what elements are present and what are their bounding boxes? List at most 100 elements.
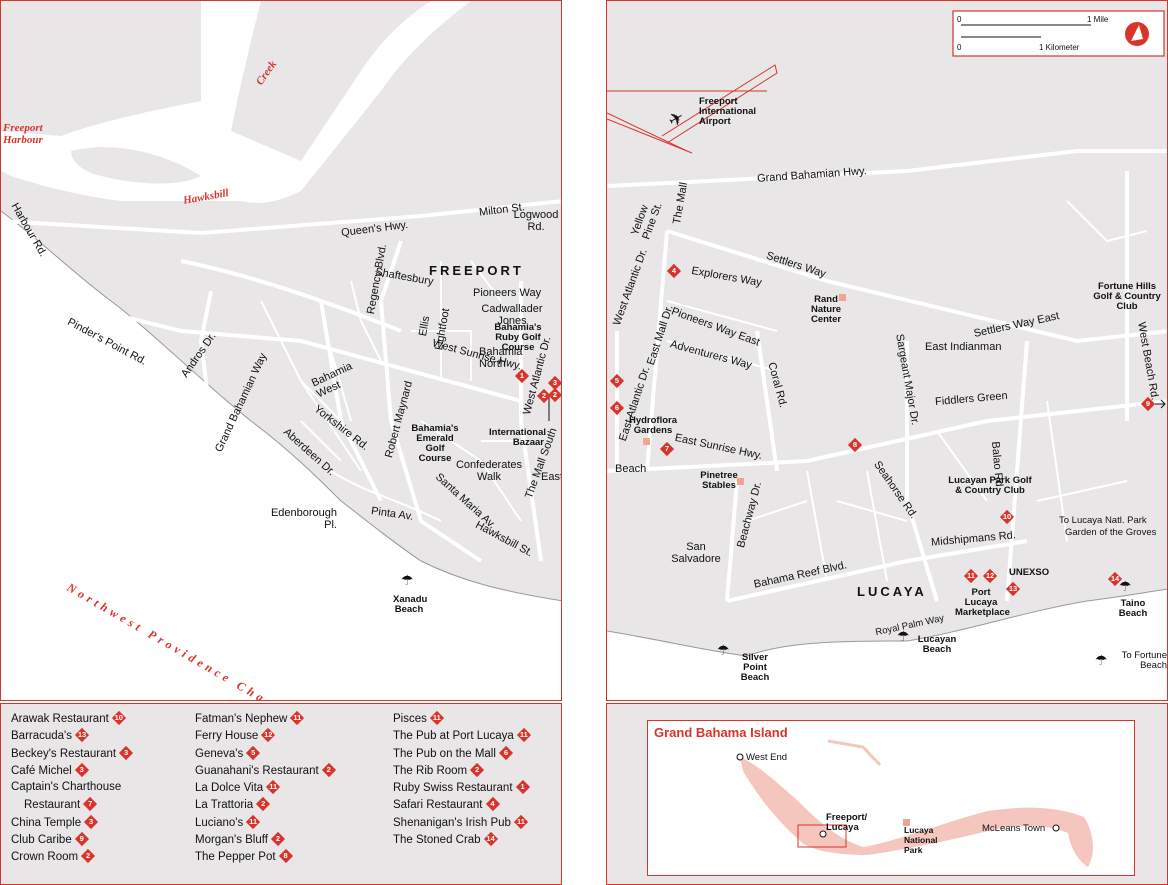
international-bazaar-label: International Bazaar [489, 427, 547, 448]
restaurant-name: The Pub on the Mall [393, 747, 496, 760]
restaurant-number-badge: 13 [74, 728, 90, 743]
taino-beach-label: Taino Beach [1118, 598, 1148, 619]
to-fortune-beach-label: To Fortune Beach [1121, 650, 1167, 671]
beach-road-label: Beach [615, 463, 647, 475]
restaurant-number-badge: 3 [74, 762, 89, 777]
restaurant-badge-12: 12 [982, 568, 998, 584]
pioneers-way-label: Pioneers Way [473, 287, 542, 299]
restaurant-name: Beckey's Restaurant [11, 747, 117, 760]
east-indianman-label: East Indianman [925, 341, 1002, 353]
fortune-umbrella-icon: ☂ [1095, 653, 1108, 669]
freeport-harbour-label: Freeport Harbour [3, 122, 43, 146]
restaurant-number-badge: 2 [81, 849, 96, 864]
restaurant-name: Geneva's [195, 747, 244, 760]
freeport-map: Creek Freeport Harbour Hawksbill Northwe… [0, 0, 562, 701]
restaurant-name: The Pub at Port Lucaya [393, 730, 514, 743]
restaurant-name: Crown Room [11, 851, 79, 864]
restaurant-number-badge: 10 [111, 710, 126, 726]
restaurant-badge-7: 7 [659, 441, 675, 457]
restaurant-number-badge: 11 [290, 710, 305, 726]
restaurant-badge-5: 5 [609, 373, 625, 389]
restaurant-number-badge: 3 [84, 814, 99, 829]
scale-zero-top: 0 [957, 15, 962, 24]
freeport-map-graphics [1, 1, 561, 700]
restaurant-name: Restaurant [24, 799, 81, 812]
restaurant-badge-9: 9 [1140, 396, 1156, 412]
logwood-rd-label: Logwood Rd. [513, 209, 559, 233]
restaurant-name: Captain's Charthouse [11, 781, 122, 794]
cadwallader-jones-label: Cadwallader Jones [481, 303, 543, 327]
restaurant-badge-13: 13 [1005, 581, 1021, 597]
grand-bahama-island-shape [736, 739, 1093, 867]
rand-nature-center-label: Rand Nature Center [810, 294, 842, 325]
restaurant-number-badge: 2 [270, 832, 286, 847]
restaurant-badge-1: 1 [514, 368, 530, 384]
restaurant-name: China Temple [11, 816, 82, 829]
scale-mile-label: 1 Mile [1087, 15, 1109, 24]
restaurant-badge-14: 14 [1107, 571, 1123, 587]
restaurant-name: La Dolce Vita [195, 782, 264, 795]
restaurant-badge-10: 10 [999, 509, 1015, 525]
emerald-golf-label: Bahamia's Emerald Golf Course [411, 423, 459, 464]
freeport-town-label: FREEPORT [429, 263, 524, 278]
restaurant-number-badge: 6 [498, 745, 513, 760]
lucayan-park-golf-label: Lucayan Park Golf & Country Club [948, 475, 1032, 496]
restaurant-badge-6: 6 [609, 400, 625, 416]
unexso-label: UNEXSO [1009, 567, 1050, 578]
restaurant-number-badge: 11 [246, 814, 261, 829]
inset-map-panel: Grand Bahama Island West End Freeport/ L… [606, 703, 1168, 885]
restaurant-number-badge: 2 [470, 762, 485, 777]
ruby-golf-label: Bahamia's Ruby Golf Course [494, 322, 542, 353]
to-lucaya-park-label: To Lucaya Natl. Park [1059, 515, 1147, 526]
restaurant-badge-2b: 2 [547, 387, 561, 403]
silver-point-beach-label: Silver Point Beach [740, 652, 770, 683]
restaurant-name: Barracuda's [11, 730, 73, 743]
restaurant-name: Club Caribe [11, 834, 72, 847]
bahamia-north-label: Bahamia North [479, 346, 523, 370]
east-label: East [541, 471, 562, 483]
restaurant-name: Ruby Swiss Restaurant [393, 782, 513, 795]
airport-label: Freeport International Airport [699, 96, 757, 127]
restaurant-number-badge: 11 [266, 780, 281, 795]
restaurant-entry: Captain's Charthouse [11, 781, 132, 798]
beach-umbrella-icon: ☂ [401, 573, 414, 589]
restaurant-name: Arawak Restaurant [11, 713, 109, 725]
inset-map-frame: Grand Bahama Island West End Freeport/ L… [647, 720, 1135, 876]
restaurant-name: Luciano's [195, 816, 244, 829]
inset-title: Grand Bahama Island [654, 725, 788, 740]
restaurant-number-badge: 14 [483, 832, 498, 847]
lucaya-map: 0 1 Mile 0 1 Kilometer ✈ Freeport Intern… [606, 0, 1168, 701]
xanadu-beach-label: Xanadu Beach [393, 594, 428, 615]
restaurant-name: The Stoned Crab [393, 834, 481, 847]
restaurant-name: Guanahani's Restaurant [195, 764, 319, 777]
restaurant-number-badge: 7 [83, 797, 98, 812]
lucaya-national-park-label: Lucaya National Park [904, 825, 938, 855]
restaurant-name: La Trattoria [195, 799, 254, 812]
restaurant-number-badge: 11 [513, 814, 528, 829]
scale-zero-bottom: 0 [957, 43, 962, 52]
restaurant-badge-3: 3 [547, 375, 561, 391]
port-lucaya-marketplace-label: Port Lucaya Marketplace [955, 587, 1010, 618]
fortune-hills-label: Fortune Hills Golf & Country Club [1093, 281, 1161, 312]
